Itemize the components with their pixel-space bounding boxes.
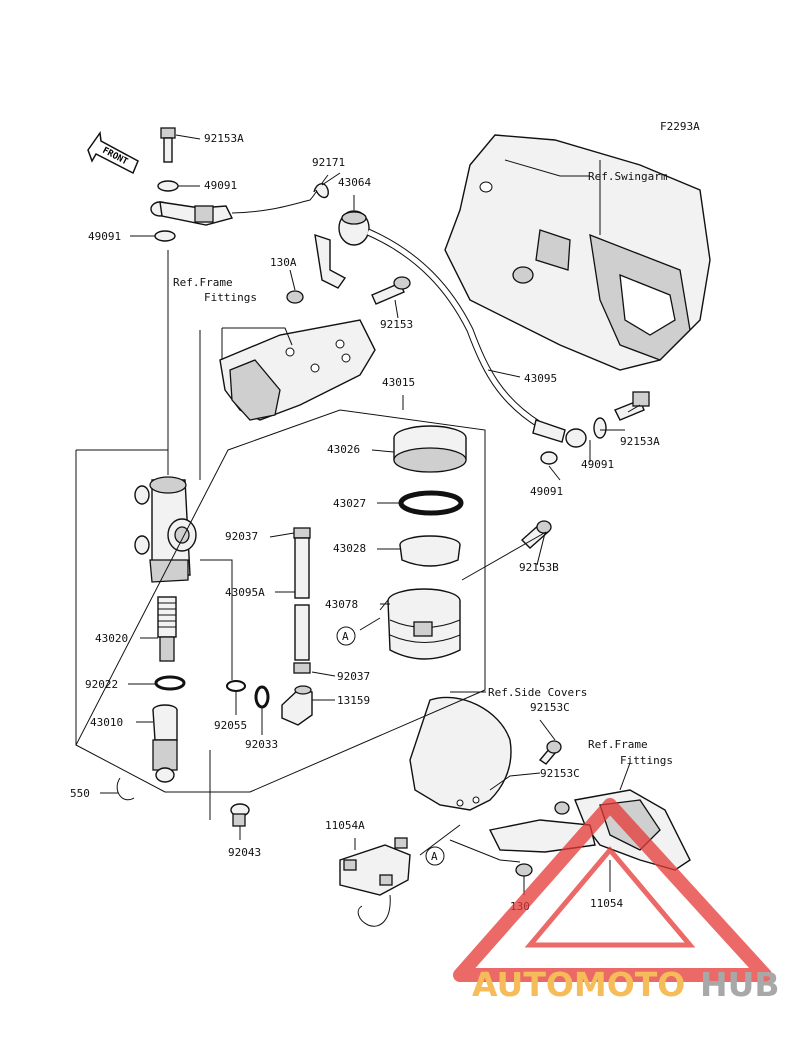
- label-43095A: 43095A: [225, 586, 265, 599]
- circlip-92033: [254, 685, 270, 709]
- hose-line-top: [231, 174, 329, 214]
- hose-43095A-upper: [294, 537, 310, 599]
- washer-49091-d: [540, 451, 558, 465]
- bolt-130: [515, 863, 533, 877]
- clamp-92037-b: [293, 662, 311, 674]
- callout-a-1: A: [336, 626, 356, 646]
- figure-code: F2293A: [660, 120, 700, 133]
- swingarm-drawing: [444, 134, 711, 371]
- hose-43095A-lower: [294, 604, 310, 661]
- boot-43010: [152, 704, 178, 783]
- grommet-43064: [338, 210, 370, 246]
- leader-lines: [100, 134, 641, 895]
- label-49091-b: 49091: [88, 230, 121, 243]
- label-43095: 43095: [524, 372, 557, 385]
- washer-49091-b: [154, 230, 176, 242]
- side-cover-ref: [409, 696, 512, 811]
- label-ref-swingarm: Ref.Swingarm: [588, 170, 668, 183]
- label-43020: 43020: [95, 632, 128, 645]
- part-labels: 92153A 49091 49091 92171 43064 Ref.Swing…: [70, 132, 673, 913]
- clamp-92037-a: [293, 527, 311, 539]
- front-arrow-icon: FRONT: [87, 130, 139, 175]
- reservoir-43078: [379, 588, 461, 660]
- label-43064: 43064: [338, 176, 371, 189]
- label-92153B: 92153B: [519, 561, 559, 574]
- svg-text:A: A: [431, 850, 438, 863]
- label-43027: 43027: [333, 497, 366, 510]
- label-49091-a: 49091: [204, 179, 237, 192]
- label-11054A: 11054A: [325, 819, 365, 832]
- label-ref-side-covers: Ref.Side Covers: [488, 686, 587, 699]
- bracket-hose: [314, 233, 347, 289]
- label-92153C-a: 92153C: [530, 701, 570, 714]
- callout-a-2: A: [425, 846, 445, 866]
- washer-49091-c: [593, 417, 607, 439]
- label-49091-d: 49091: [530, 485, 563, 498]
- bracket-11054A: [339, 837, 411, 927]
- washer-49091-a: [157, 180, 179, 192]
- reservoir-bolt-92153B: [520, 520, 552, 549]
- label-92153A-top: 92153A: [204, 132, 244, 145]
- svg-text:A: A: [342, 630, 349, 643]
- label-43015: 43015: [382, 376, 415, 389]
- banjo-bolt-92153A-top: [160, 127, 176, 163]
- label-130A: 130A: [270, 256, 297, 269]
- watermark-logo: AUTOMOTO HUB: [453, 798, 780, 1004]
- label-43078: 43078: [325, 598, 358, 611]
- label-43026: 43026: [327, 443, 360, 456]
- label-92037-b: 92037: [337, 670, 370, 683]
- label-550: 550: [70, 787, 90, 800]
- label-92037-a: 92037: [225, 530, 258, 543]
- label-fittings-2: Fittings: [620, 754, 673, 767]
- bolt-92153: [371, 276, 411, 305]
- plate-43027: [398, 490, 464, 516]
- push-rod-43020: [157, 596, 177, 662]
- label-92033: 92033: [245, 738, 278, 751]
- o-ring-92055: [226, 680, 246, 692]
- label-92153C-b: 92153C: [540, 767, 580, 780]
- label-92153A-right: 92153A: [620, 435, 660, 448]
- label-49091-c: 49091: [581, 458, 614, 471]
- label-92022: 92022: [85, 678, 118, 691]
- warning-triangle-icon: [453, 798, 772, 982]
- label-43028: 43028: [333, 542, 366, 555]
- label-ref-frame-1: Ref.Frame: [173, 276, 233, 289]
- bolt-92153C-a: [538, 740, 562, 765]
- diaphragm-43028: [399, 535, 461, 567]
- fitting-13159: [281, 689, 313, 726]
- assembly-frame: [75, 395, 486, 793]
- pin-92043: [230, 803, 250, 827]
- rear-banjo-end: [532, 419, 587, 448]
- label-92171: 92171: [312, 156, 345, 169]
- label-92055: 92055: [214, 719, 247, 732]
- banjo-fitting: [150, 201, 234, 226]
- label-ref-frame-2: Ref.Frame: [588, 738, 648, 751]
- reservoir-cap-43026: [393, 425, 467, 473]
- master-cylinder-body: [134, 476, 197, 583]
- frame-fitting-bracket: [219, 319, 376, 421]
- label-92043: 92043: [228, 846, 261, 859]
- label-92153: 92153: [380, 318, 413, 331]
- watermark-text-hub: HUB: [700, 965, 780, 1004]
- banjo-bolt-92153A-right: [614, 391, 650, 421]
- bolt-92153C-b: [554, 801, 570, 815]
- circlip-92022: [154, 675, 186, 691]
- label-fittings-1: Fittings: [204, 291, 257, 304]
- hose-clamp-92171: [313, 183, 329, 199]
- label-13159: 13159: [337, 694, 370, 707]
- label-11054: 11054: [590, 897, 623, 910]
- label-43010: 43010: [90, 716, 123, 729]
- cotter-pin-550: [116, 777, 135, 801]
- bolt-130A: [286, 290, 304, 304]
- watermark-text-automoto: AUTOMOTO: [472, 965, 685, 1004]
